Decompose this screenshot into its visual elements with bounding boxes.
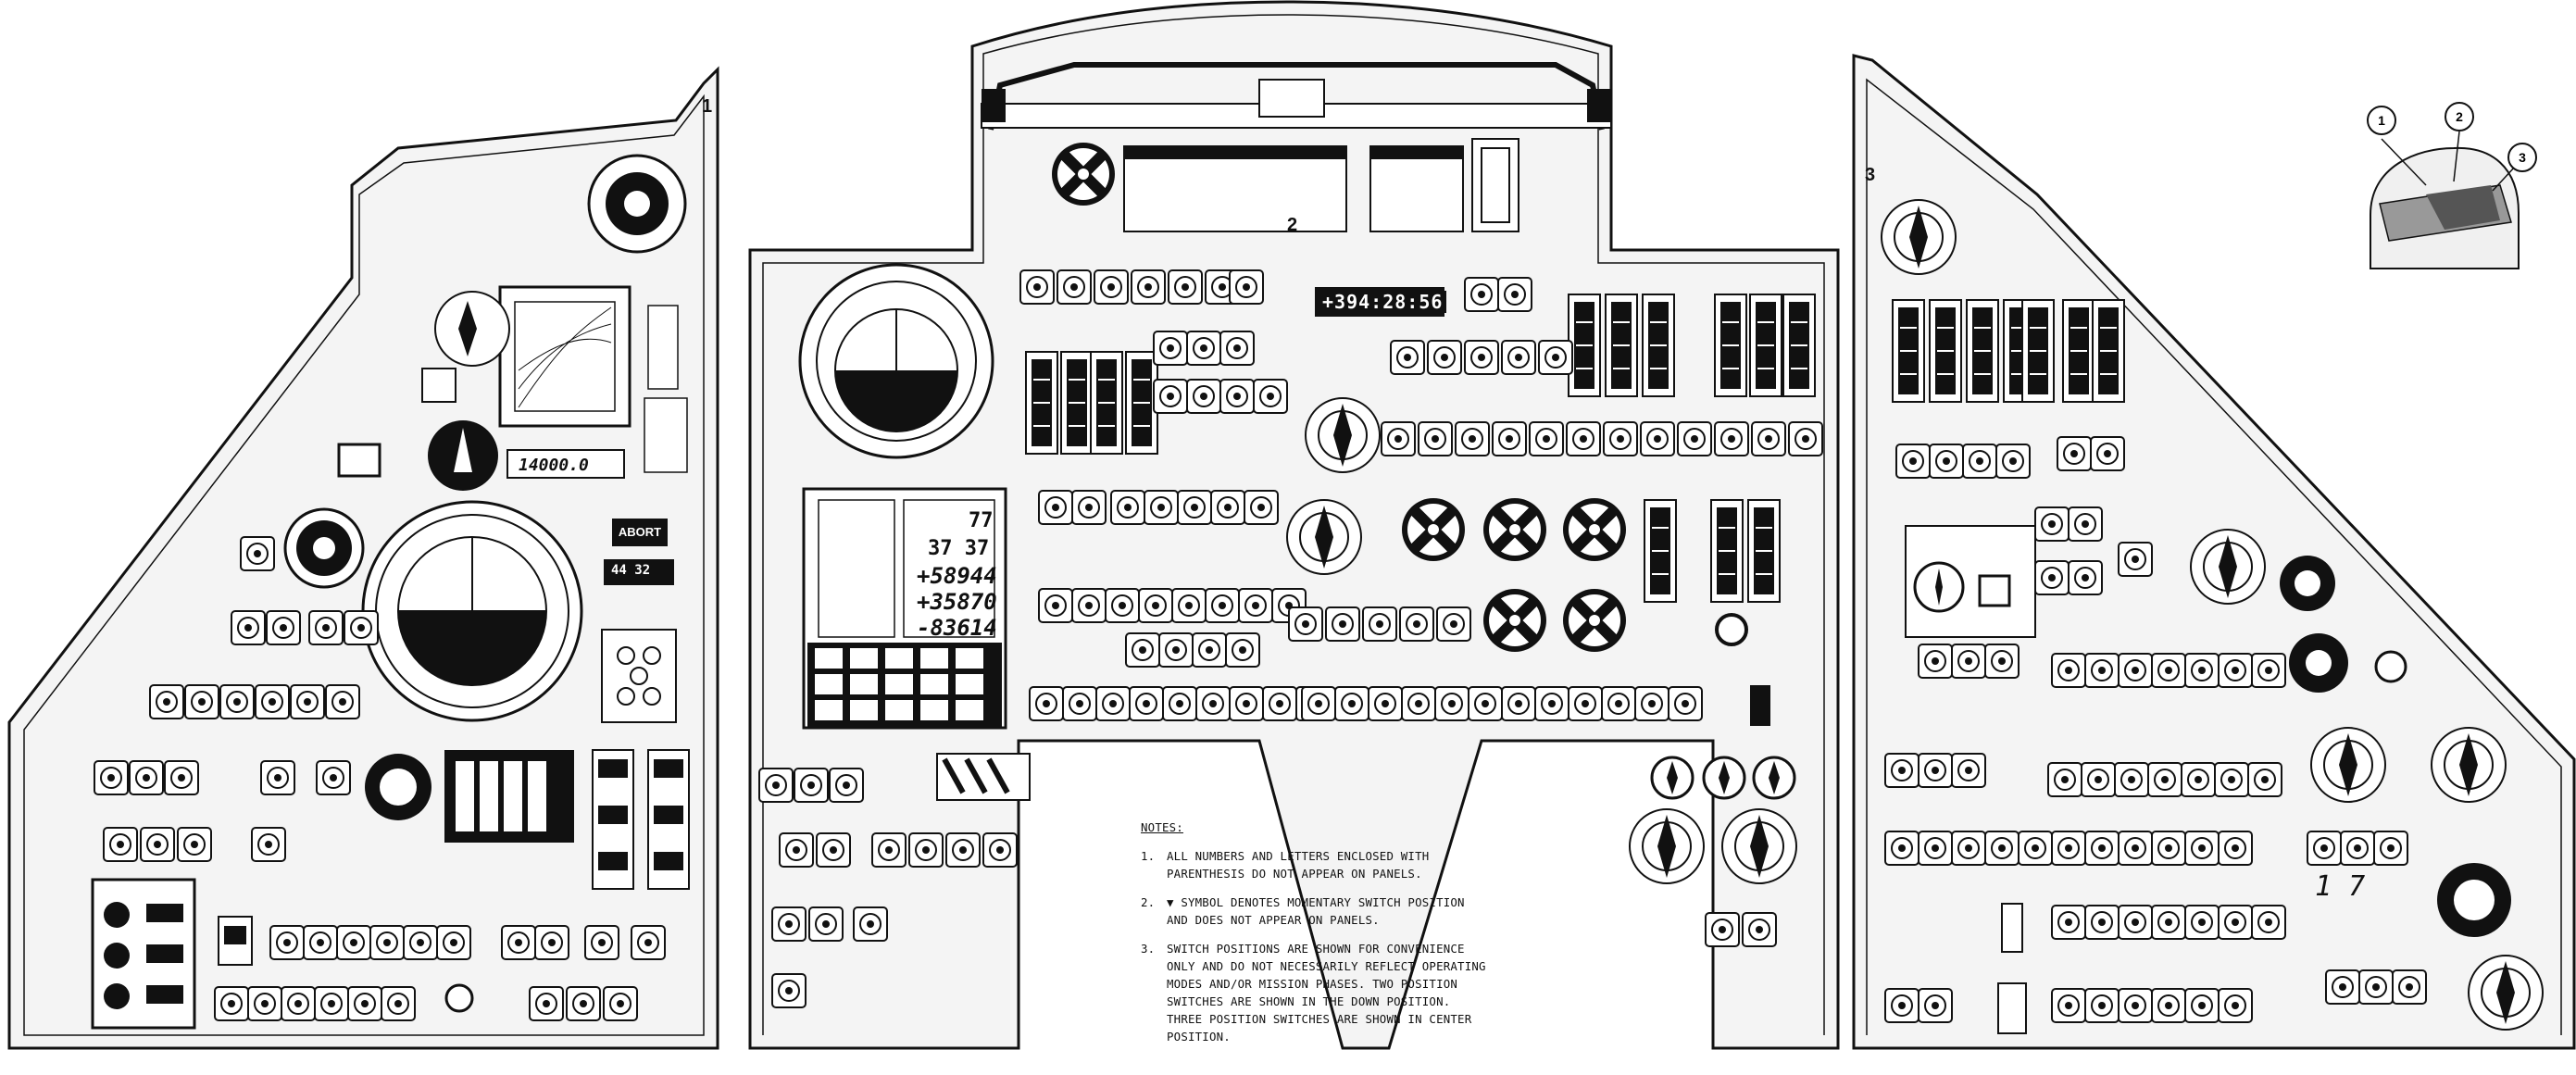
note-number: 2. <box>1141 895 1156 909</box>
right-panel-readout: 1 7 <box>2315 870 2366 903</box>
callout-1: 1 <box>2378 113 2385 128</box>
notes-block: NOTES: 1. ALL NUMBERS AND LETTERS ENCLOSE… <box>1141 819 1493 1056</box>
note-text: ALL NUMBERS AND LETTERS ENCLOSED WITH PA… <box>1167 849 1430 881</box>
center-panel <box>748 0 1840 1050</box>
panel-number-left: 1 <box>702 96 713 117</box>
dsky-verb-noun-readout: 37 37 <box>928 537 990 560</box>
note-item: 3. SWITCH POSITIONS ARE SHOWN FOR CONVENI… <box>1141 940 1493 1045</box>
left-panel <box>7 66 719 1050</box>
callout-2: 2 <box>2456 109 2463 124</box>
dsky-register-1: +58944 <box>917 563 997 589</box>
panel-number-center: 2 <box>1287 215 1298 235</box>
panel-number-right: 3 <box>1865 165 1876 185</box>
callout-3: 3 <box>2519 150 2526 165</box>
dsky-register-2: +35870 <box>917 589 997 615</box>
notes-heading: NOTES: <box>1141 820 1183 834</box>
note-text: SWITCH POSITIONS ARE SHOWN FOR CONVENIEN… <box>1167 942 1486 1044</box>
note-item: 1. ALL NUMBERS AND LETTERS ENCLOSED WITH … <box>1141 847 1493 882</box>
dsky-prog-readout: 77 <box>969 509 994 532</box>
abort-light: ABORT <box>612 519 668 546</box>
note-item: 2. ▼ SYMBOL DENOTES MOMENTARY SWITCH POSI… <box>1141 894 1493 929</box>
right-panel <box>1852 54 2576 1050</box>
locator-sketch: 1 2 3 <box>2367 102 2537 269</box>
mission-timer-readout: +394:28:56 <box>1319 291 1447 313</box>
note-number: 3. <box>1141 942 1156 956</box>
note-text: ▼ SYMBOL DENOTES MOMENTARY SWITCH POSITI… <box>1167 895 1465 927</box>
dsky-register-3: -83614 <box>917 615 997 641</box>
left-counter-readout: 44 32 <box>611 563 651 578</box>
ems-counter-readout: 14000.0 <box>519 456 589 475</box>
note-number: 1. <box>1141 849 1156 863</box>
